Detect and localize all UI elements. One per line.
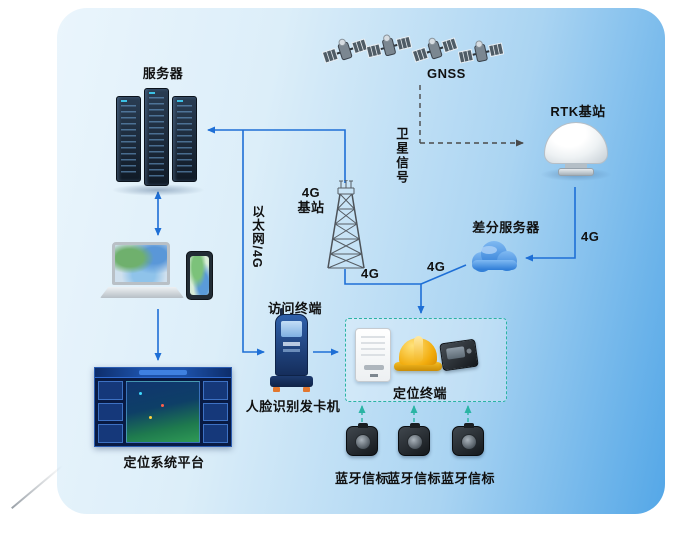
satellite-icon [411,33,459,72]
cell-tower-icon [318,179,374,277]
satellite-icon [365,30,413,69]
charging-box-icon [355,328,391,382]
positioning-terminal-label: 定位终端 [392,386,447,401]
laptop-icon [100,240,184,300]
beacon-label: 蓝牙信标 [334,471,389,486]
beacon-label: 蓝牙信标 [386,471,441,486]
server-label: 服务器 [142,66,184,81]
server-icon [111,84,205,196]
ethernet-4g-label: 以太网/4G [250,205,264,269]
bluetooth-beacon-icon [346,423,378,456]
phone-icon [186,251,213,300]
bluetooth-beacon-icon [398,423,430,456]
dashboard-icon [94,367,232,447]
link-4g-cloud-terminal-label: 4G [427,259,446,274]
badge-tag-icon [439,338,479,372]
rtk-dome-icon [541,116,611,184]
link-4g-tower-terminal-label: 4G [361,266,380,281]
tower-4g-label: 4G 基站 [297,185,325,215]
satellite-icon [321,34,369,73]
beacon-label: 蓝牙信标 [440,471,495,486]
face-card-machine-label: 人脸识别发卡机 [245,399,341,414]
gnss-label: GNSS [427,66,466,81]
face-card-machine-icon [268,308,316,394]
bluetooth-beacon-icon [452,423,484,456]
satellite-icon [457,36,505,75]
cloud-icon [462,236,524,285]
rtk-station-label: RTK基站 [550,104,606,119]
link-4g-rtk-cloud-label: 4G [581,229,600,244]
helmet-icon [394,334,442,376]
satellite-signal-label: 卫星信号 [394,127,408,185]
page-curl-shadow [11,465,63,509]
diff-server-label: 差分服务器 [472,220,540,235]
platform-label: 定位系统平台 [123,455,205,470]
